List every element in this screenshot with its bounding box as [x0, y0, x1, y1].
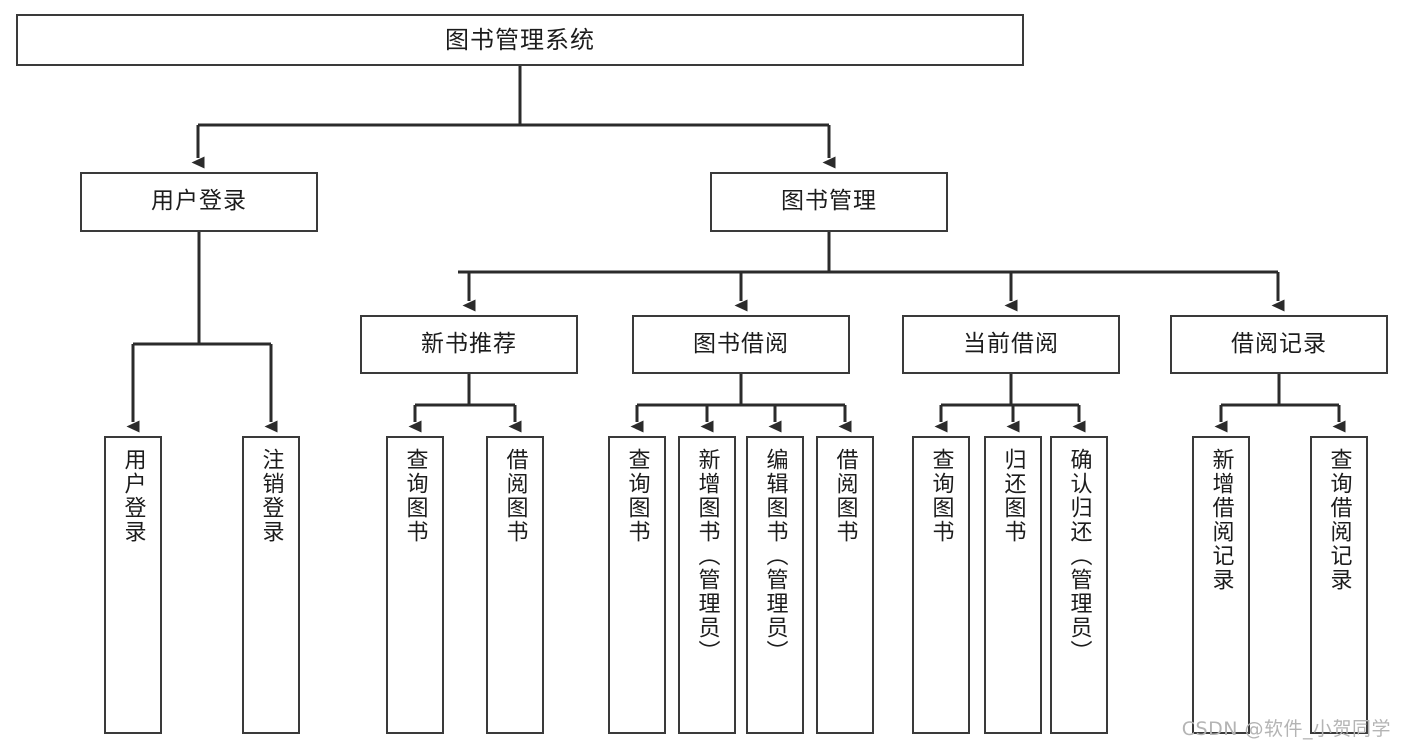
node-user-login[interactable]: 用户登录 — [80, 172, 318, 232]
node-current-borrow[interactable]: 当前借阅 — [902, 315, 1120, 374]
node-leaf-query-book-2-label: 查询图书 — [624, 448, 650, 544]
node-user-login-label: 用户登录 — [151, 188, 247, 215]
node-leaf-add-record[interactable]: 新增借阅记录 — [1192, 436, 1250, 734]
node-borrow-record[interactable]: 借阅记录 — [1170, 315, 1388, 374]
node-leaf-user-login-label: 用户登录 — [120, 448, 146, 544]
node-leaf-confirm-return[interactable]: 确认归还（管理员） — [1050, 436, 1108, 734]
node-leaf-edit-book[interactable]: 编辑图书（管理员） — [746, 436, 804, 734]
node-leaf-edit-book-label: 编辑图书（管理员） — [762, 448, 788, 664]
node-leaf-borrow-book-2-label: 借阅图书 — [832, 448, 858, 544]
node-leaf-return-book[interactable]: 归还图书 — [984, 436, 1042, 734]
node-leaf-borrow-book-1-label: 借阅图书 — [502, 448, 528, 544]
node-leaf-return-book-label: 归还图书 — [1000, 448, 1026, 544]
node-leaf-query-record[interactable]: 查询借阅记录 — [1310, 436, 1368, 734]
node-book-borrow[interactable]: 图书借阅 — [632, 315, 850, 374]
node-book-manage[interactable]: 图书管理 — [710, 172, 948, 232]
node-leaf-query-book-1[interactable]: 查询图书 — [386, 436, 444, 734]
node-leaf-add-book-label: 新增图书（管理员） — [694, 448, 720, 664]
node-leaf-query-record-label: 查询借阅记录 — [1326, 448, 1352, 592]
node-leaf-query-book-3-label: 查询图书 — [928, 448, 954, 544]
node-new-book-recommend-label: 新书推荐 — [421, 330, 517, 357]
node-root-system[interactable]: 图书管理系统 — [16, 14, 1024, 66]
node-book-borrow-label: 图书借阅 — [693, 330, 789, 357]
node-leaf-user-login[interactable]: 用户登录 — [104, 436, 162, 734]
node-leaf-query-book-1-label: 查询图书 — [402, 448, 428, 544]
node-leaf-add-book[interactable]: 新增图书（管理员） — [678, 436, 736, 734]
node-leaf-query-book-3[interactable]: 查询图书 — [912, 436, 970, 734]
node-leaf-borrow-book-2[interactable]: 借阅图书 — [816, 436, 874, 734]
node-book-manage-label: 图书管理 — [781, 188, 877, 215]
node-new-book-recommend[interactable]: 新书推荐 — [360, 315, 578, 374]
node-current-borrow-label: 当前借阅 — [963, 330, 1059, 357]
node-root-label: 图书管理系统 — [445, 25, 595, 54]
node-leaf-borrow-book-1[interactable]: 借阅图书 — [486, 436, 544, 734]
node-leaf-query-book-2[interactable]: 查询图书 — [608, 436, 666, 734]
node-leaf-confirm-return-label: 确认归还（管理员） — [1066, 448, 1092, 664]
node-leaf-user-logout[interactable]: 注销登录 — [242, 436, 300, 734]
node-borrow-record-label: 借阅记录 — [1231, 330, 1327, 357]
node-leaf-user-logout-label: 注销登录 — [258, 448, 284, 544]
node-leaf-add-record-label: 新增借阅记录 — [1208, 448, 1234, 592]
